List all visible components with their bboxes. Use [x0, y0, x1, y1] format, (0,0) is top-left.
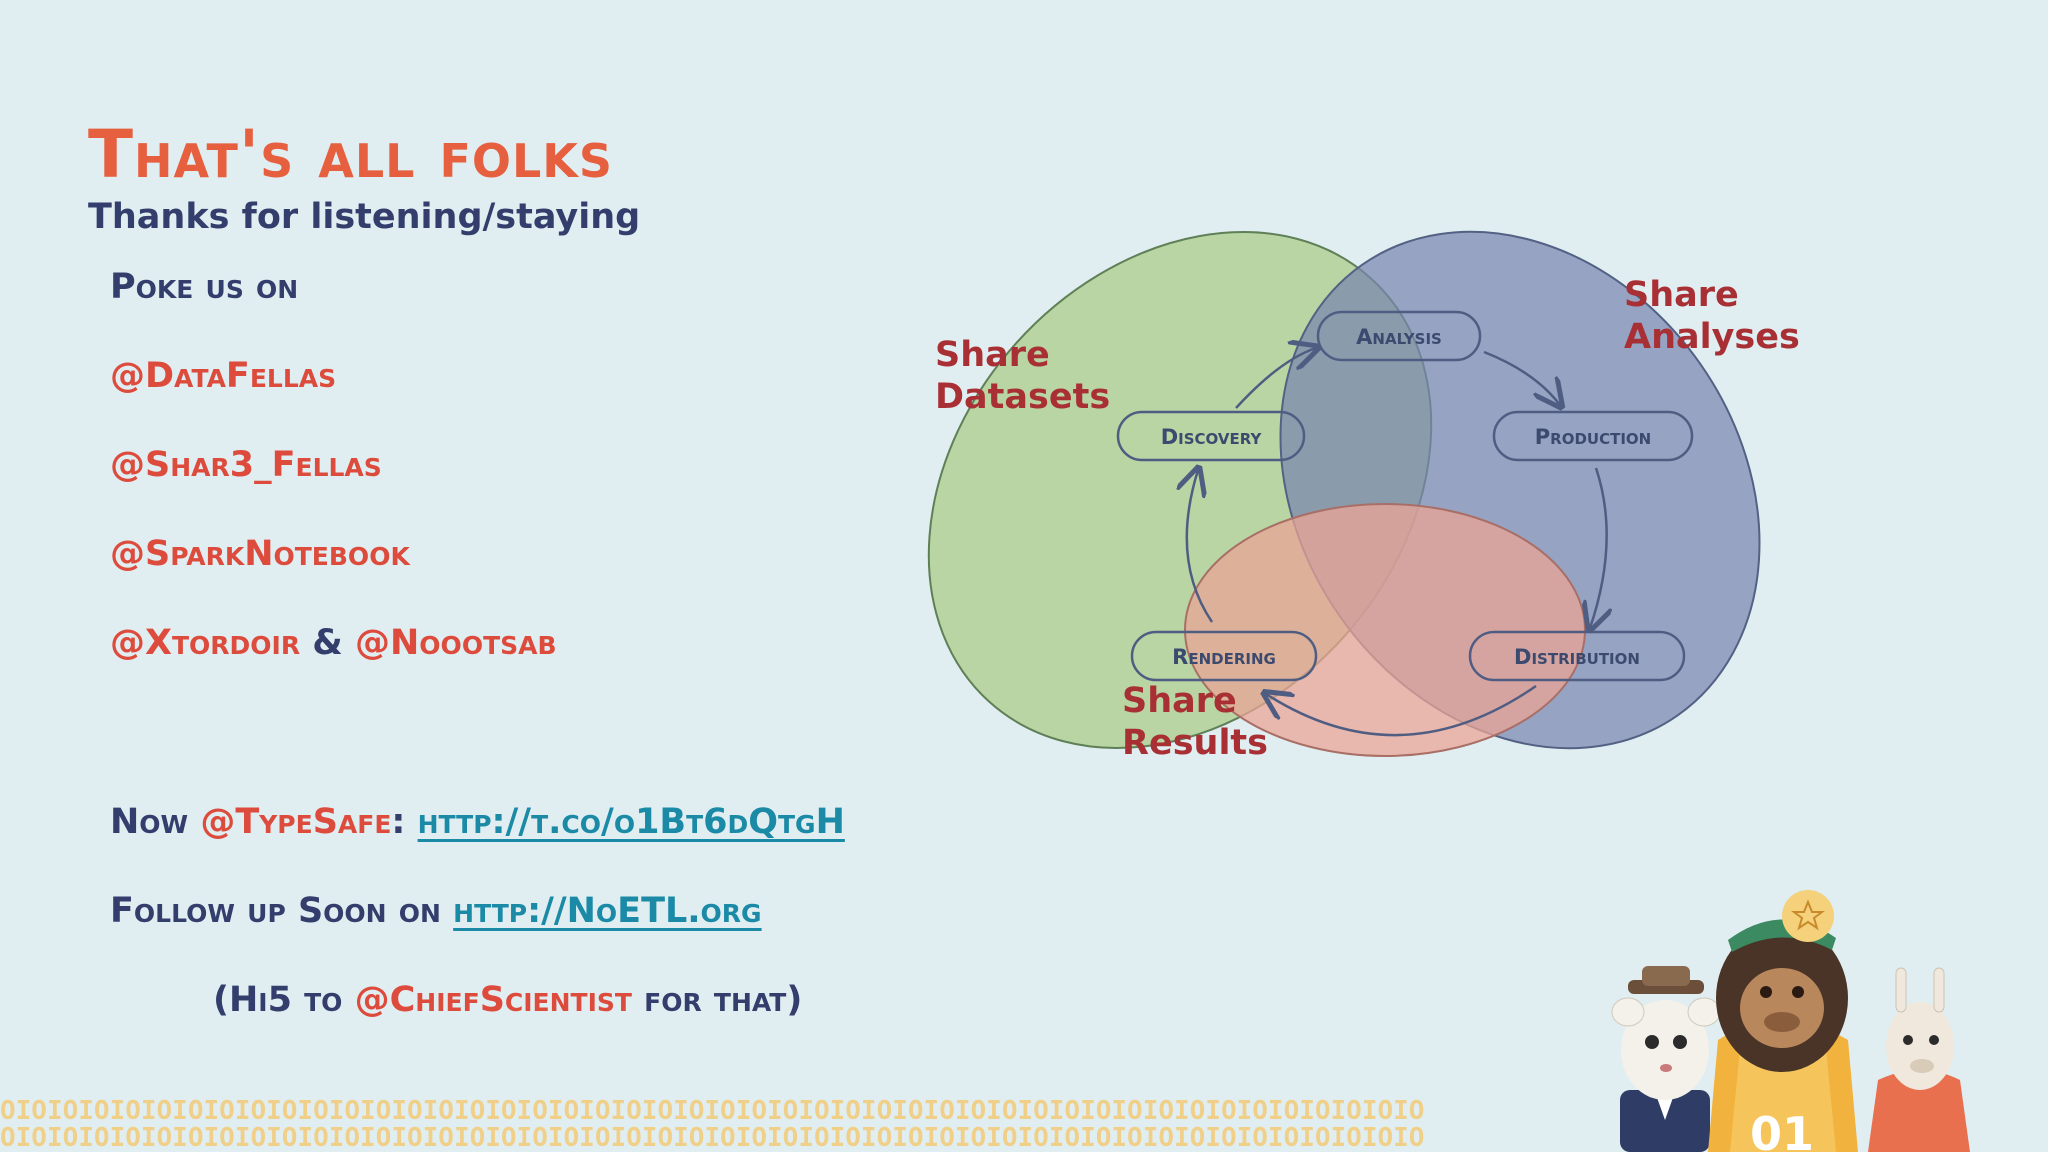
handle-pair: @Xtordoir & @Noootsab — [110, 624, 557, 663]
stage-discovery: Discovery — [1116, 410, 1306, 462]
stage-analysis: Analysis — [1316, 310, 1482, 362]
mouse-mascot — [1611, 966, 1721, 1152]
arrow-distribution-rendering — [1266, 684, 1537, 737]
stage-distribution-label: Distribution — [1514, 645, 1640, 669]
subtitle: Thanks for listening/staying — [88, 197, 641, 237]
stage-rendering: Rendering — [1130, 630, 1318, 682]
handle-xtordoir: @Xtordoir — [110, 623, 301, 663]
llama-mascot — [1868, 967, 1970, 1152]
handle-sparknotebook: @SparkNotebook — [110, 534, 410, 574]
now-colon: : — [391, 802, 406, 842]
share-results-line1: Share — [1122, 681, 1237, 721]
handle-datafellas: @DataFellas — [110, 356, 337, 396]
poke-heading: Poke us on — [110, 267, 299, 307]
follow-line: Follow up Soon on http://NoETL.org — [110, 892, 762, 931]
now-label: Now — [110, 802, 189, 842]
stage-discovery-label: Discovery — [1161, 425, 1263, 449]
arrow-rendering-discovery — [1187, 470, 1214, 623]
hi5-line: (Hi5 to @ChiefScientist for that) — [213, 981, 802, 1020]
noetl-link[interactable]: http://NoETL.org — [453, 891, 762, 931]
handle-chiefscientist: @ChiefScientist — [354, 980, 632, 1020]
hi5-open: (Hi5 to — [213, 980, 343, 1020]
share-analyses-line1: Share — [1624, 275, 1739, 315]
typesafe-link[interactable]: http://t.co/o1Bt6dQtgH — [417, 802, 845, 842]
pink-ellipse — [1184, 503, 1586, 757]
ampersand: & — [312, 623, 343, 663]
share-analyses-line2: Analyses — [1624, 317, 1800, 357]
share-datasets-line2: Datasets — [935, 377, 1110, 417]
handle-typesafe: @TypeSafe — [200, 802, 392, 842]
handle-noootsab: @Noootsab — [355, 623, 557, 663]
handle-shar3-fellas: @Shar3_Fellas — [110, 445, 382, 485]
share-datasets-line1: Share — [935, 335, 1050, 375]
arrow-production-distribution — [1590, 467, 1607, 628]
hi5-close: for that) — [644, 980, 803, 1020]
now-line: Now @TypeSafe: http://t.co/o1Bt6dQtgH — [110, 803, 845, 842]
gorilla-mascot: 01 — [1708, 890, 1858, 1152]
stage-production: Production — [1492, 410, 1694, 462]
mascots-illustration: 01 — [1611, 890, 1970, 1152]
binary-footer-pattern: OIOIOIOIOIOIOIOIOIOIOIOIOIOIOIOIOIOIOIOI… — [0, 1098, 1700, 1152]
stage-distribution: Distribution — [1468, 630, 1686, 682]
stage-production-label: Production — [1535, 425, 1651, 449]
page-title: That's all folks — [88, 116, 614, 193]
follow-label: Follow up Soon on — [110, 891, 441, 931]
share-results-line2: Results — [1122, 723, 1268, 763]
arrow-analysis-production — [1483, 350, 1560, 405]
stage-analysis-label: Analysis — [1356, 325, 1442, 349]
arrow-discovery-analysis — [1235, 348, 1316, 409]
jersey-number: 01 — [1750, 1107, 1814, 1152]
binary-row-2: OIOIOIOIOIOIOIOIOIOIOIOIOIOIOIOIOIOIOIOI… — [0, 1123, 1425, 1152]
stage-rendering-label: Rendering — [1172, 645, 1276, 669]
binary-row-1: OIOIOIOIOIOIOIOIOIOIOIOIOIOIOIOIOIOIOIOI… — [0, 1098, 1425, 1126]
